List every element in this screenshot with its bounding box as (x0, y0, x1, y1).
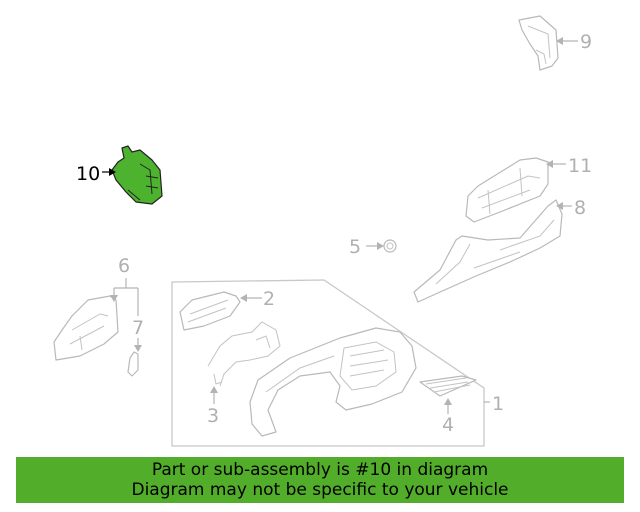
part-10-column-cover[interactable] (111, 145, 163, 205)
callout-11: 11 (546, 155, 592, 177)
part-11-bracket[interactable] (465, 157, 549, 223)
callout-1: 1 (484, 393, 504, 415)
part-4-grille[interactable] (419, 375, 477, 397)
callout-3: 3 (207, 386, 219, 427)
callout-label-10: 10 (76, 163, 100, 185)
callout-label-8: 8 (574, 197, 586, 219)
callout-label-1: 1 (492, 393, 504, 415)
callout-label-3: 3 (207, 405, 219, 427)
callout-6-7: 6 7 (110, 255, 144, 352)
part-1-instrument-panel-assembly[interactable] (171, 279, 485, 447)
callout-label-9: 9 (580, 31, 592, 53)
part-3-wiring[interactable] (207, 321, 281, 387)
callout-5: 5 (349, 236, 384, 258)
callout-9: 9 (556, 31, 592, 53)
part-9-bracket[interactable] (518, 15, 559, 71)
callout-10: 10 (76, 163, 116, 185)
info-banner: Part or sub-assembly is #10 in diagram D… (16, 457, 624, 503)
callout-label-2: 2 (263, 288, 275, 310)
callout-4: 4 (442, 398, 454, 436)
part-2-pad[interactable] (179, 291, 241, 331)
part-6-side-panel[interactable] (53, 295, 119, 361)
callout-label-4: 4 (442, 414, 454, 436)
part-1-dashboard[interactable] (249, 327, 417, 437)
parts-diagram: 9 10 11 8 (53, 15, 592, 447)
callout-8: 8 (556, 197, 586, 219)
callout-label-7: 7 (132, 317, 144, 339)
callout-label-6: 6 (118, 255, 130, 277)
banner-line-1: Part or sub-assembly is #10 in diagram (151, 460, 489, 480)
part-5-clip[interactable] (383, 239, 397, 253)
banner-line-2: Diagram may not be specific to your vehi… (131, 480, 509, 500)
callout-label-11: 11 (568, 155, 592, 177)
callout-label-5: 5 (349, 236, 361, 258)
part-7-bracket[interactable] (127, 351, 139, 377)
callout-2: 2 (240, 288, 275, 310)
